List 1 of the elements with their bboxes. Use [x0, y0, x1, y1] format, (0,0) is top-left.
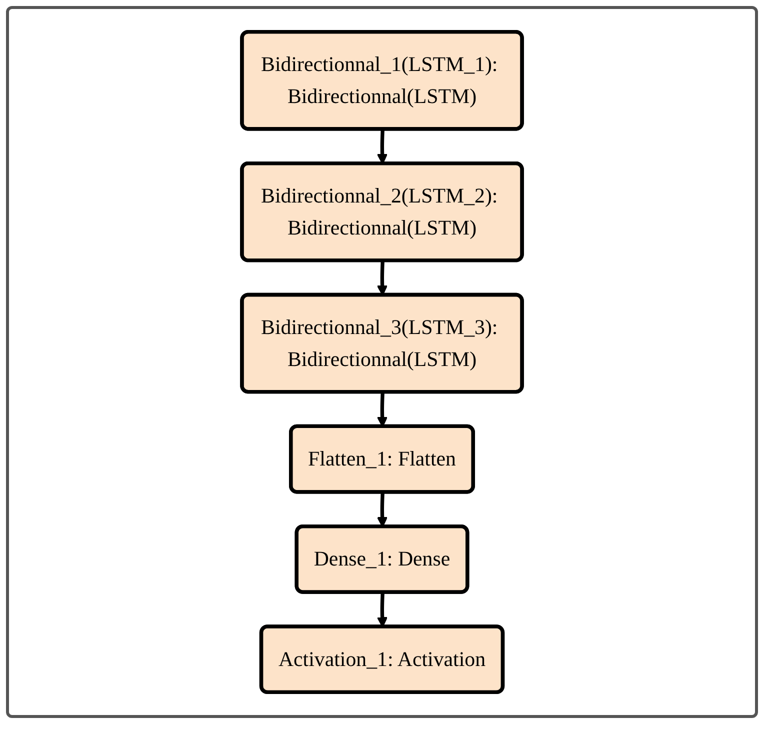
diagram-frame: Bidirectionnal_1(LSTM_1): Bidirectionnal(LSTM) Bidirectionnal_2(LSTM_2): Bidirectionnal(LSTM) Bidirectionnal_3(LSTM_3): Bidirectionnal(LSTM) Flatten_1: Flatten Dense_1: Dense Activation_1: Activation — [6, 6, 758, 718]
